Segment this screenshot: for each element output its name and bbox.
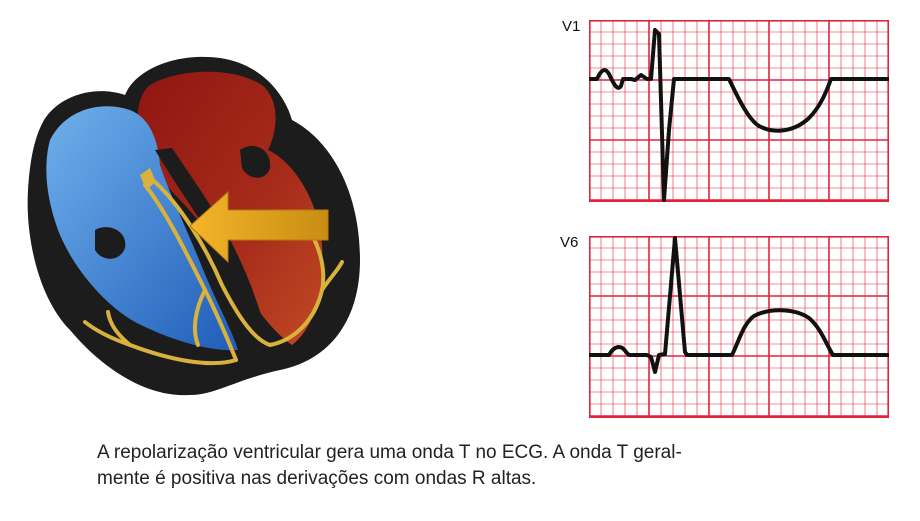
- chamber-detail: [95, 227, 126, 259]
- ecg-grid: [589, 20, 889, 202]
- figure-caption: A repolarização ventricular gera uma ond…: [97, 440, 857, 492]
- ecg-strip-v6: [589, 236, 889, 418]
- caption-line-2: mente é positiva nas derivações com onda…: [97, 468, 537, 489]
- caption-line-1: A repolarização ventricular gera uma ond…: [97, 442, 682, 463]
- septum: [155, 148, 262, 320]
- av-node-icon: [140, 168, 156, 190]
- ecg-trace-v6: [589, 236, 889, 374]
- ecg-trace-v1: [589, 28, 889, 202]
- heart-cross-section-icon: [27, 56, 361, 396]
- ecg-grid: [589, 236, 889, 418]
- conduction-system: [83, 180, 344, 366]
- lead-label-v1: V1: [562, 18, 581, 35]
- chamber-detail: [240, 146, 271, 178]
- left-ventricle: [137, 71, 323, 345]
- right-ventricle: [46, 106, 238, 351]
- lead-label-v6: V6: [560, 234, 579, 251]
- repolarization-arrow-icon: [189, 190, 329, 264]
- ecg-strip-v1: [589, 20, 889, 202]
